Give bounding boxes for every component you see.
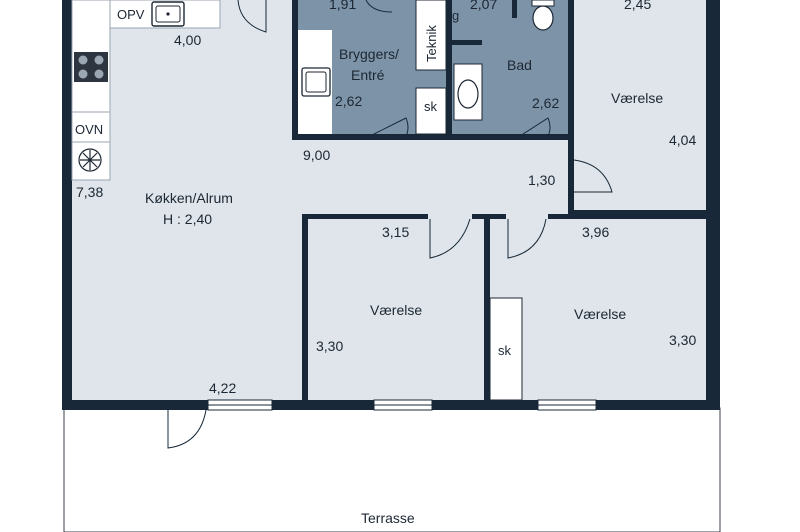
technical-cabinet [415,0,447,71]
kitchen-name: Køkken/Alrum [145,190,233,206]
hall-short-dim: 1,30 [528,172,555,188]
windows [207,399,597,411]
bedroom-ne-top-dim: 2,45 [624,0,651,12]
stove-icon [74,52,108,82]
oven-label: OVN [75,122,103,137]
kitchen-sink-icon [151,1,185,27]
bath-sink-icon [453,63,483,121]
bedroom-s2-name: Værelse [574,306,626,322]
hall-dim: 9,00 [303,147,330,163]
utility-sink-icon [301,67,331,97]
bath-top-dim: 2,07 [470,0,497,12]
utility-closet [415,87,447,135]
bath-corner-mark: g [452,8,459,23]
terrace-name: Terrasse [361,510,415,526]
bedroom-ne-side-dim: 4,04 [669,132,696,148]
terrace-area [63,407,721,532]
dishwasher-label: OPV [117,7,145,22]
bedroom-closet-label: sk [498,343,512,358]
kitchen-bottom-dim: 4,22 [209,380,236,396]
bedroom-s2-side-dim: 3,30 [669,332,696,348]
technical-label: Teknik [424,25,439,62]
doors [167,0,613,449]
bedroom-s2-top-dim: 3,96 [582,224,609,240]
bedroom-s1-top-dim: 3,15 [382,224,409,240]
bath-name: Bad [507,57,532,73]
utility-name-2: Entré [351,67,385,83]
utility-closet-label: sk [424,99,438,114]
utility-name-1: Bryggers/ [339,46,399,62]
bedroom-ne-floor [572,0,706,214]
utility-side-dim: 2,62 [335,93,362,109]
bedroom-ne-name: Værelse [611,90,663,106]
bedroom-s1-name: Værelse [370,302,422,318]
utility-top-dim: 1,91 [329,0,356,12]
bedroom-closet [489,297,523,401]
kitchen-height: H : 2,40 [163,211,212,227]
exhaust-fan-icon [78,148,102,172]
toilet-icon [531,0,555,31]
kitchen-top-dim: 4,00 [174,32,201,48]
kitchen-left-dim: 7,38 [76,184,103,200]
bedroom-s1-side-dim: 3,30 [316,338,343,354]
bath-side-dim: 2,62 [532,95,559,111]
